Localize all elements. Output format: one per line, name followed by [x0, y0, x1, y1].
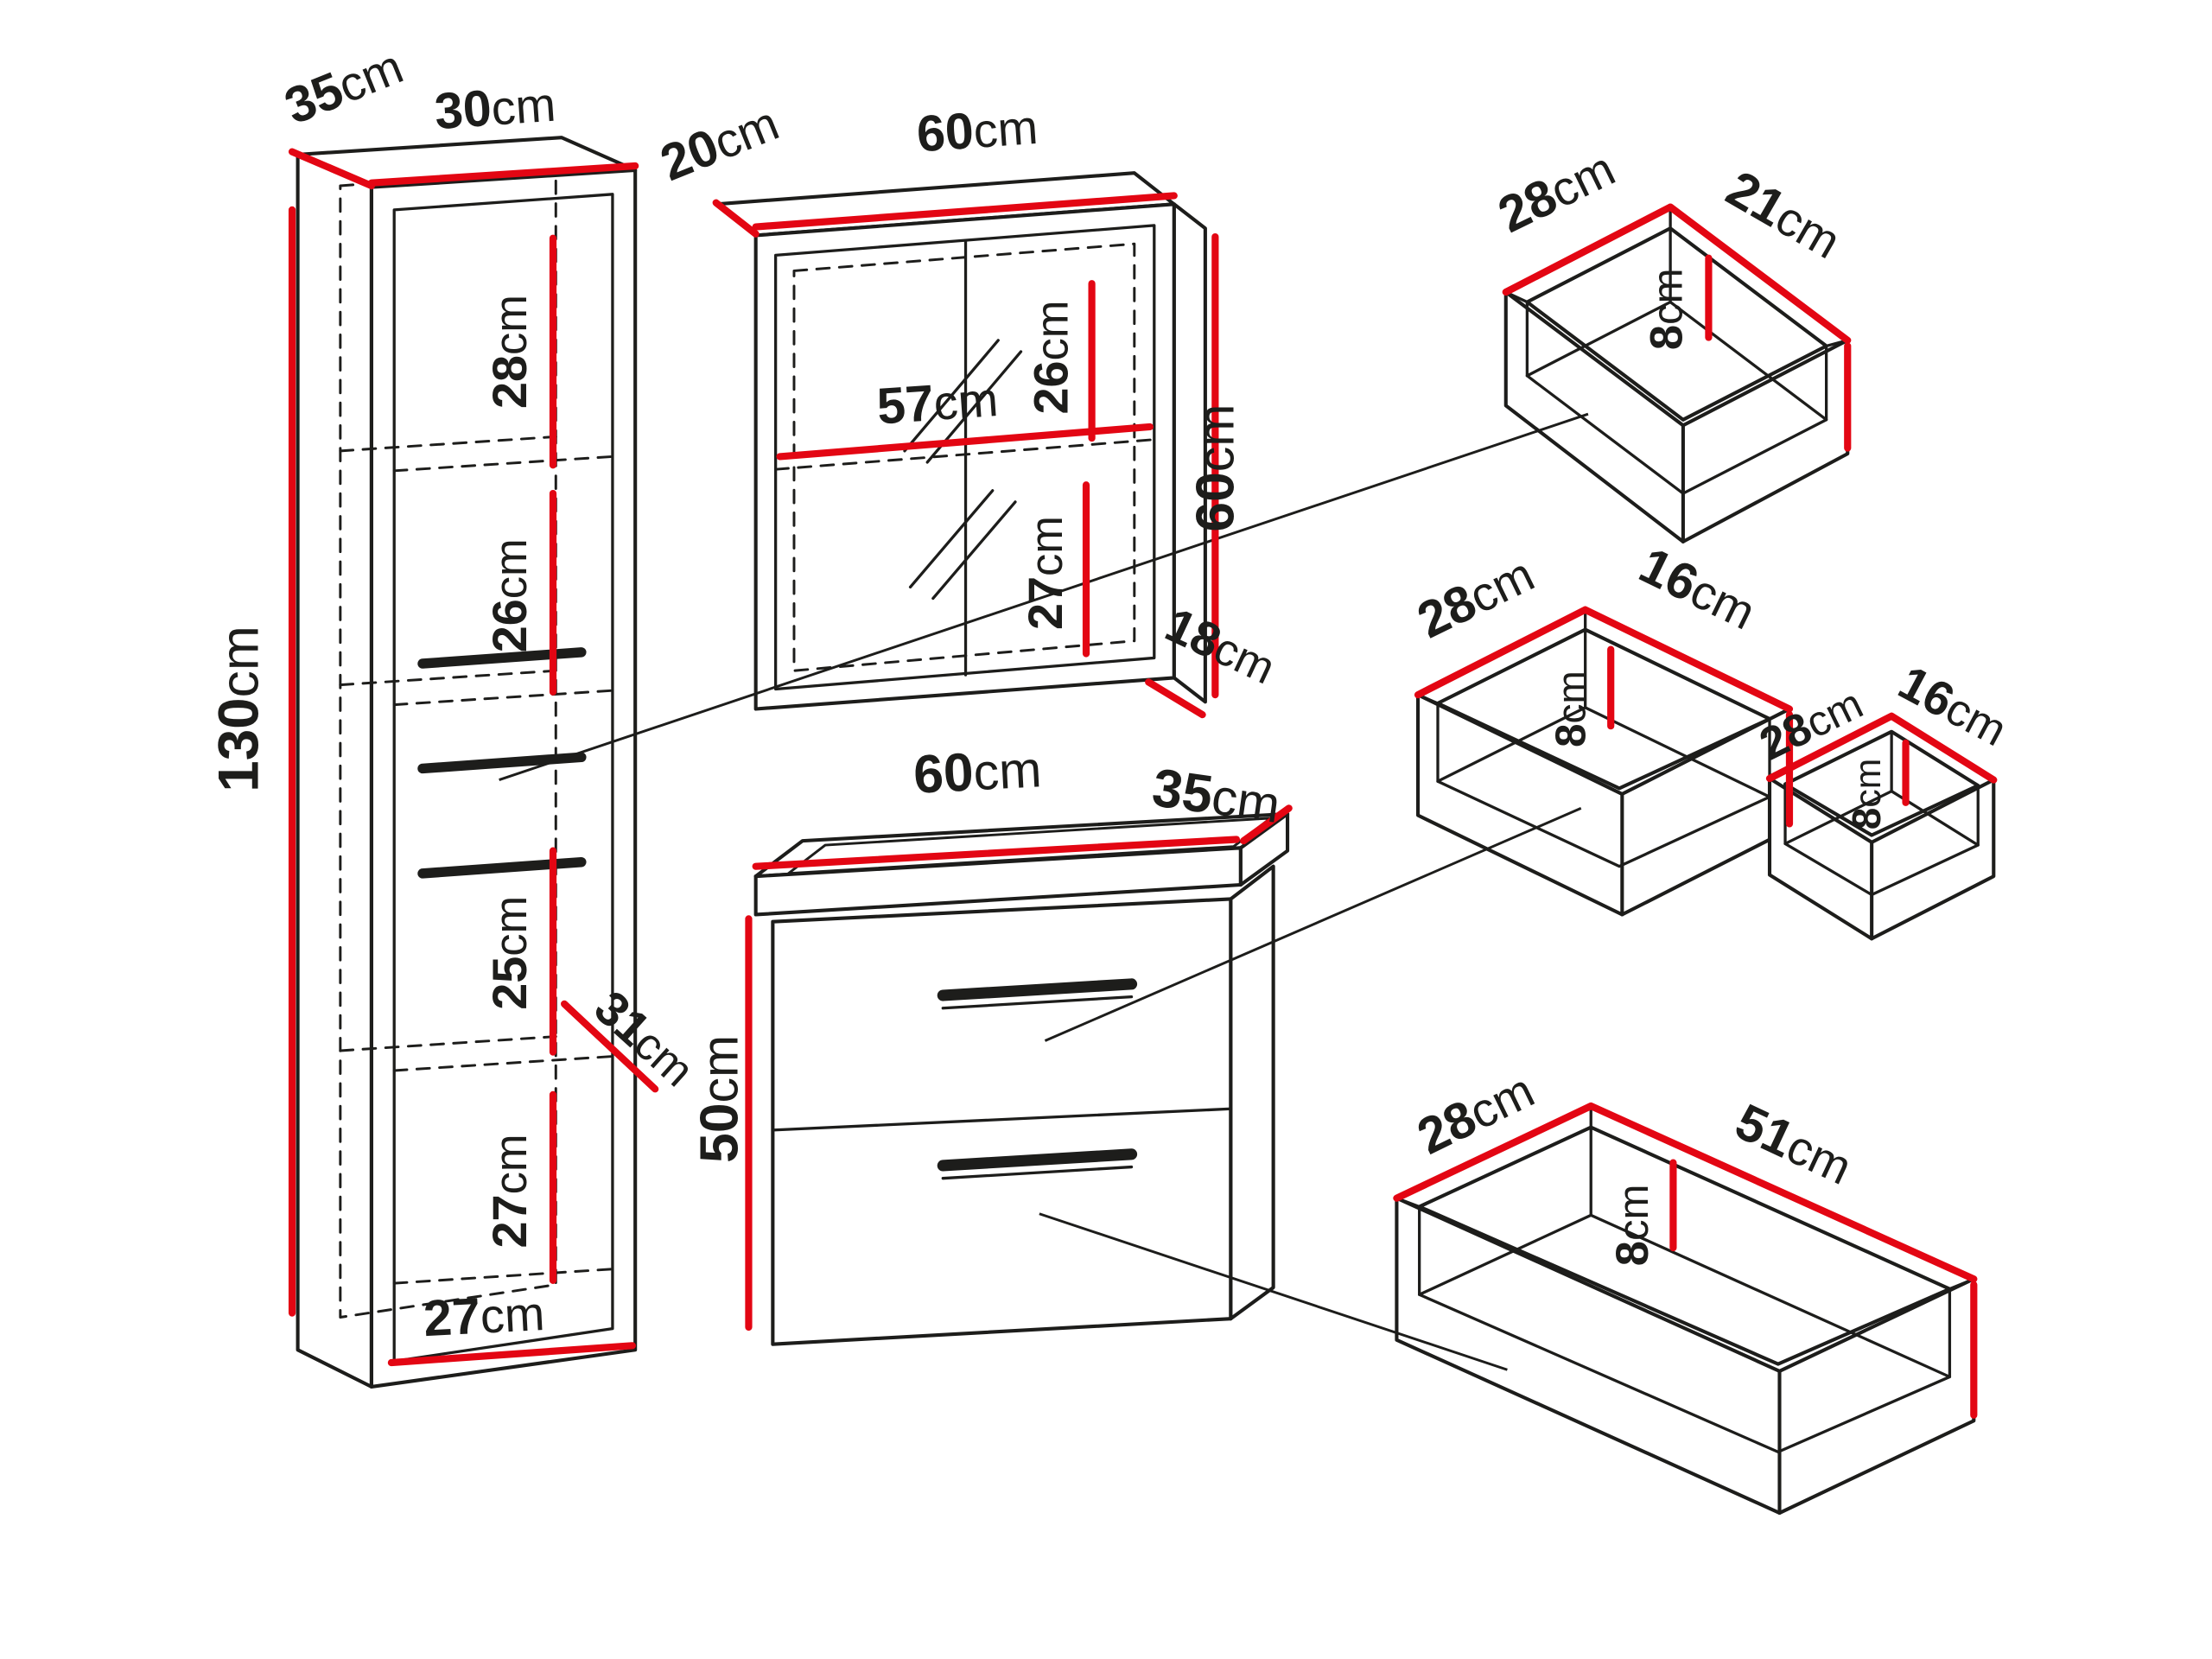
tall-cabinet-shelf-dashed-2: [339, 669, 614, 707]
dim-label-drawer-16-left-0-28cm: 28cm: [1408, 545, 1542, 650]
dim-label-vanity-cabinet-0-60cm: 60cm: [912, 739, 1043, 805]
dim-lines-drawer-21: [1502, 203, 1852, 452]
tall-cabinet-shelf-dashed-1: [339, 435, 614, 473]
dim-label-vanity-cabinet-1-35cm: 35cm: [1148, 758, 1283, 835]
drawer-16cm-right: [1767, 714, 1996, 941]
dim-label-drawer-16-left-1-16cm: 16cm: [1630, 537, 1764, 641]
dim-label-drawer-16-left-2-8cm: 8cm: [1548, 671, 1595, 747]
dim-label-drawer-21-0-28cm: 28cm: [1490, 139, 1624, 244]
connector-vanity-to-drawer-16: [1044, 807, 1582, 1042]
dim-label-mirror-cabinet-0-20cm: 20cm: [652, 93, 786, 192]
vanity-body-front: [771, 897, 1233, 1346]
tall-cabinet-left-face: [296, 152, 373, 1389]
drawer-16cm-left: [1415, 607, 1792, 917]
vanity-countertop-right: [1238, 811, 1290, 887]
dim-label-mirror-cabinet-5-27cm: 27cm: [1018, 516, 1072, 630]
dim-label-mirror-cabinet-2-57cm: 57cm: [875, 370, 1000, 435]
dim-lines-drawer-16-right: [1765, 712, 1998, 806]
dim-label-tall-cabinet-2-130cm: 130cm: [207, 626, 270, 792]
connector-tall-cabinet-to-drawer-21: [499, 412, 1589, 781]
drawer-21-inner-corners: [1525, 226, 1828, 422]
dim-label-tall-cabinet-5-25cm: 25cm: [482, 896, 537, 1010]
mirror-cabinet: [714, 171, 1207, 711]
mirror-cabinet-door-frame: [774, 224, 1156, 691]
dimension-lines: [288, 148, 1998, 1419]
drawer-16R-inner-corners: [1783, 730, 1980, 847]
vanity-body-right: [1229, 864, 1275, 1321]
tall-cabinet: [296, 136, 638, 1389]
tall-cabinet-shelf-dashed-3: [339, 1035, 614, 1072]
mirror-shine-marks: [903, 339, 1023, 601]
tall-cabinet-inner-frame: [392, 193, 614, 1363]
dim-label-mirror-cabinet-4-60cm: 60cm: [1186, 404, 1246, 531]
dim-label-tall-cabinet-8-27cm: 27cm: [423, 1284, 546, 1347]
mirror-cabinet-interior-dashed: [792, 242, 1136, 672]
dim-label-drawer-51-2-8cm: 8cm: [1607, 1184, 1658, 1266]
dim-lines-drawer-51: [1393, 1102, 1978, 1419]
dim-label-tall-cabinet-7-27cm: 27cm: [482, 1134, 537, 1248]
drawer-21cm: [1503, 205, 1850, 543]
vanity-handle-bottom: [937, 1148, 1138, 1172]
dim-label-tall-cabinet-3-28cm: 28cm: [482, 295, 537, 409]
dim-label-mirror-cabinet-3-26cm: 26cm: [1024, 301, 1078, 415]
vanity-drawer-divider: [771, 1107, 1233, 1132]
dim-lines-vanity: [745, 804, 1293, 1332]
dim-label-vanity-cabinet-2-50cm: 50cm: [690, 1035, 749, 1163]
vanity-cabinet: [753, 811, 1290, 1346]
dim-label-tall-cabinet-4-26cm: 26cm: [482, 538, 537, 652]
connector-lines: [499, 412, 1589, 1371]
dim-lines-tall-cabinet: [288, 148, 659, 1367]
drawer-51cm: [1395, 1103, 1976, 1516]
vanity-handle-top: [937, 978, 1138, 1001]
vanity-handle-bottom-shadow: [941, 1165, 1134, 1180]
dim-label-drawer-21-2-8cm: 8cm: [1641, 268, 1692, 350]
dim-lines-drawer-16-left: [1414, 606, 1794, 828]
dim-lines-mirror-cabinet: [712, 192, 1219, 719]
vanity-handle-top-shadow: [941, 995, 1134, 1010]
tall-cabinet-shelf-dashed-4: [392, 1268, 614, 1285]
drawer-51-inner-corners: [1418, 1125, 1952, 1379]
dim-label-mirror-cabinet-1-60cm: 60cm: [915, 98, 1039, 163]
dim-label-drawer-16-right-2-8cm: 8cm: [1844, 759, 1889, 830]
dim-label-tall-cabinet-1-30cm: 30cm: [433, 75, 557, 141]
connector-vanity-to-drawer-51: [1039, 1212, 1508, 1371]
dim-label-tall-cabinet-0-35cm: 35cm: [277, 37, 411, 136]
